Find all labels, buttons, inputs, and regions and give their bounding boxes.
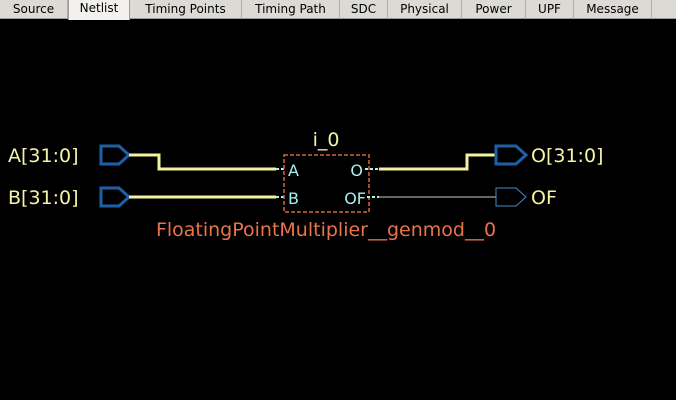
- tab-message[interactable]: Message: [574, 0, 652, 19]
- input-port-a-label: A[31:0]: [8, 145, 79, 167]
- wire-o[interactable]: [379, 153, 496, 171]
- module-name: FloatingPointMultiplier__genmod__0: [156, 219, 496, 241]
- output-port-o-shape[interactable]: [494, 144, 529, 166]
- pin-a-label: A: [288, 161, 299, 180]
- input-port-a-shape[interactable]: [99, 144, 132, 166]
- pin-o-label: O: [350, 161, 363, 180]
- output-port-of-shape[interactable]: [495, 187, 527, 207]
- instance-box[interactable]: [283, 154, 370, 213]
- output-port-of-label: OF: [531, 187, 557, 209]
- instance-name: i_0: [313, 129, 340, 151]
- pin-of-label: OF: [344, 189, 366, 208]
- tab-bar: Source Netlist Timing Points Timing Path…: [0, 0, 676, 20]
- schematic-svg: A[31:0] B[31:0] i_0 A B O OF O[31:0] OF: [8, 129, 603, 241]
- input-port-b-shape[interactable]: [99, 186, 132, 208]
- wire-a[interactable]: [129, 153, 276, 171]
- tab-upf[interactable]: UPF: [526, 0, 574, 19]
- tab-physical[interactable]: Physical: [388, 0, 462, 19]
- pin-b-label: B: [288, 189, 299, 208]
- tab-netlist[interactable]: Netlist: [68, 0, 130, 20]
- tab-power[interactable]: Power: [462, 0, 526, 19]
- tab-sdc[interactable]: SDC: [340, 0, 388, 19]
- tab-source[interactable]: Source: [0, 0, 68, 19]
- schematic-canvas[interactable]: A[31:0] B[31:0] i_0 A B O OF O[31:0] OF: [0, 20, 676, 400]
- tab-timing-points[interactable]: Timing Points: [130, 0, 242, 19]
- output-port-o-label: O[31:0]: [531, 145, 603, 167]
- input-port-b-label: B[31:0]: [8, 187, 79, 209]
- tab-timing-path[interactable]: Timing Path: [242, 0, 340, 19]
